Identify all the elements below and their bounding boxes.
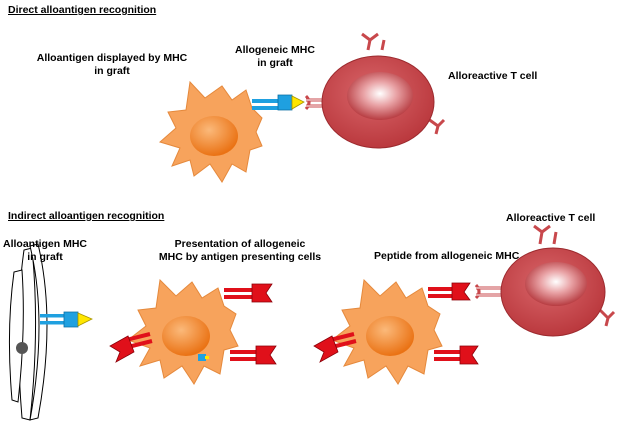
direct-apc-cell bbox=[158, 80, 263, 183]
presenting-apc-cell bbox=[126, 278, 239, 385]
direct-tcell-label: Alloreactive T cell bbox=[448, 70, 538, 82]
direct-allogeneic-label: Allogeneic MHC in graft bbox=[220, 44, 330, 70]
indirect-presentation-label-line1: Presentation of allogeneic bbox=[174, 238, 306, 250]
indirect-tcell-label: Alloreactive T cell bbox=[506, 212, 596, 224]
graft-antigen-icon bbox=[77, 312, 93, 327]
indirect-graft-label-line2: in graft bbox=[27, 251, 63, 263]
indirect-tcr-icon bbox=[474, 284, 502, 300]
indirect-presentation-label-line2: MHC by antigen presenting cells bbox=[158, 251, 322, 263]
direct-antigen-icon bbox=[291, 95, 305, 110]
direct-mhc-icon bbox=[252, 94, 293, 111]
presenting-mhc-bottom bbox=[230, 345, 277, 365]
direct-alloantigen-label-line1: Alloantigen displayed by MHC bbox=[36, 52, 188, 64]
direct-allogeneic-label-line2: in graft bbox=[257, 57, 293, 69]
presenting-mhc-left bbox=[109, 332, 153, 363]
right-mhc-bottom bbox=[434, 345, 479, 365]
direct-allogeneic-label-line1: Allogeneic MHC bbox=[235, 44, 315, 56]
right-apc-cell bbox=[330, 278, 443, 385]
direct-alloantigen-label: Alloantigen displayed by MHC in graft bbox=[32, 52, 192, 78]
indirect-graft-label: Alloantigen MHC in graft bbox=[0, 238, 90, 264]
graft-cells bbox=[8, 243, 48, 421]
indirect-graft-label-line1: Alloantigen MHC bbox=[3, 238, 87, 250]
presenting-mhc-top bbox=[224, 283, 273, 303]
indirect-section-title: Indirect alloantigen recognition bbox=[8, 210, 165, 222]
direct-t-cell bbox=[321, 32, 446, 149]
right-mhc-left bbox=[313, 332, 357, 363]
direct-section-title: Direct alloantigen recognition bbox=[8, 4, 157, 16]
direct-alloantigen-label-line2: in graft bbox=[94, 65, 130, 77]
graft-mhc-icon bbox=[40, 311, 79, 328]
right-mhc-top bbox=[428, 282, 471, 301]
indirect-peptide-label: Peptide from allogeneic MHC bbox=[374, 250, 520, 262]
indirect-t-cell bbox=[500, 224, 616, 337]
indirect-presentation-label: Presentation of allogeneic MHC by antige… bbox=[150, 238, 330, 264]
